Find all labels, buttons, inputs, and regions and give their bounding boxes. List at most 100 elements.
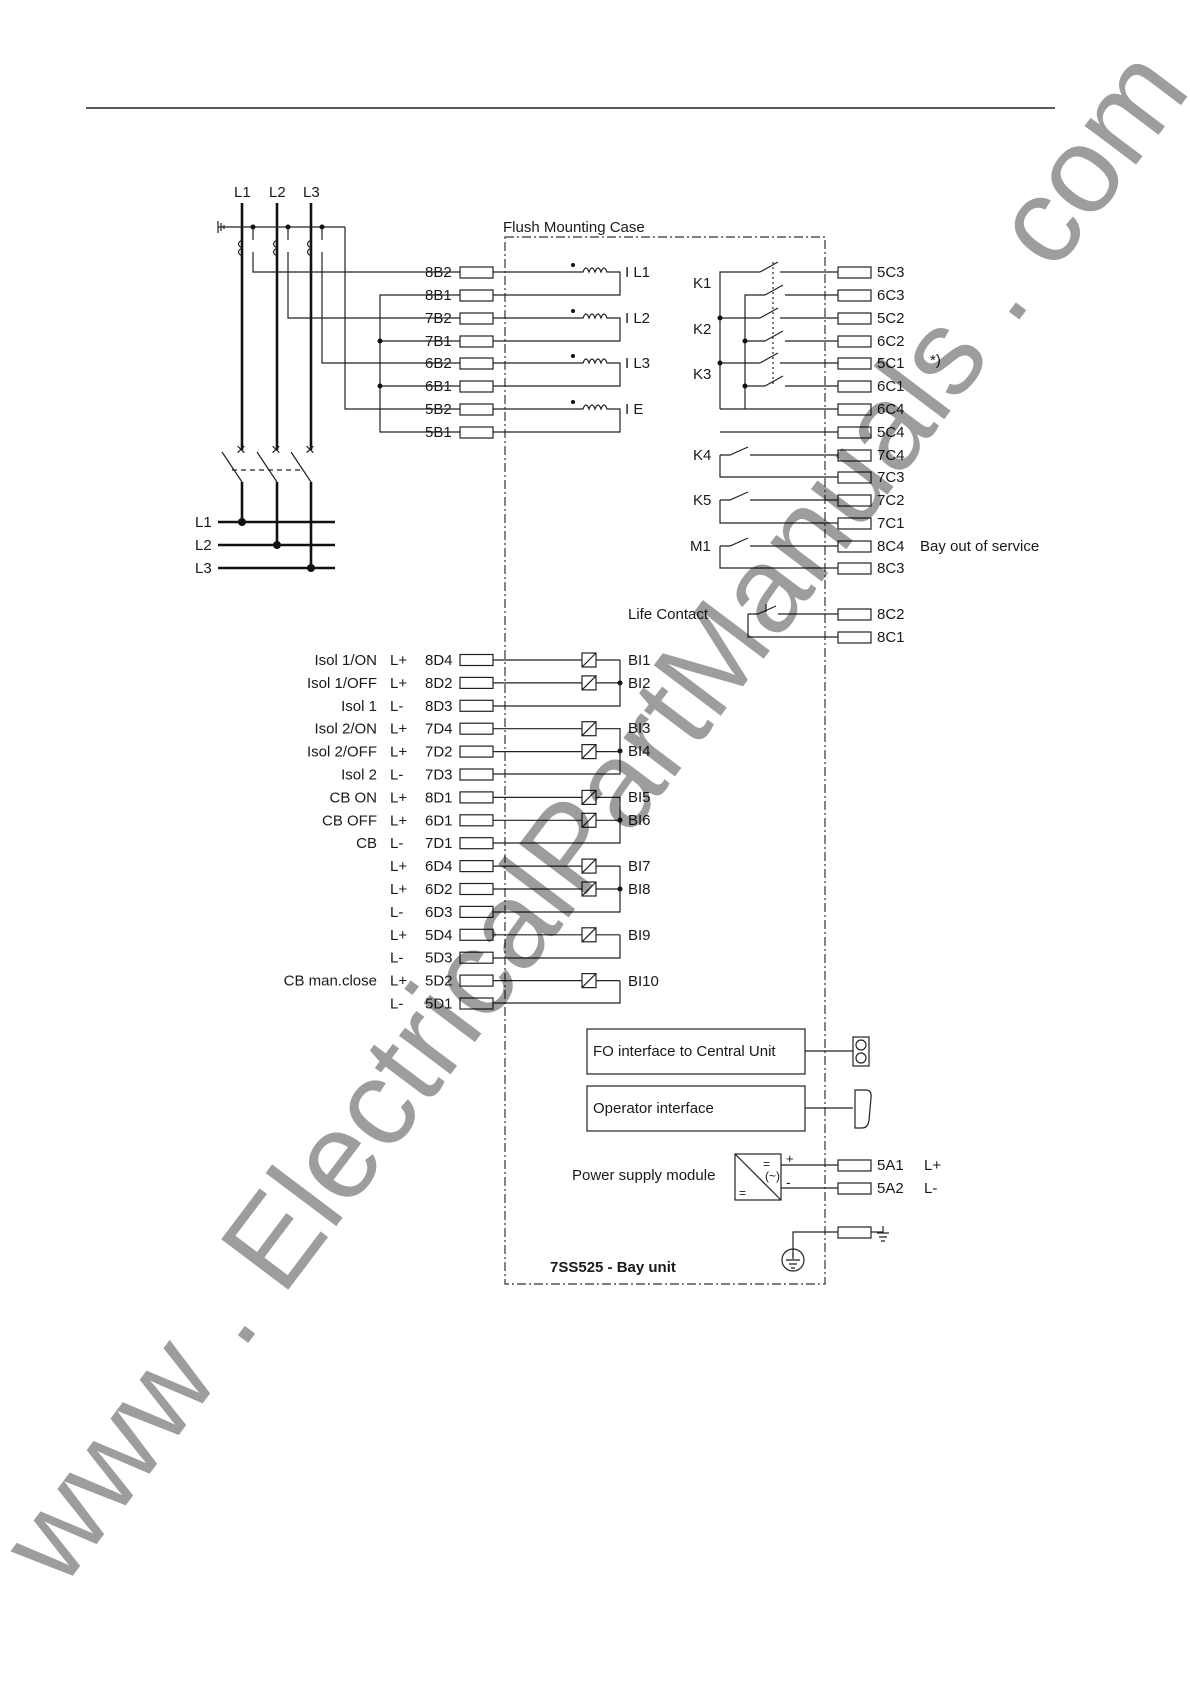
opto-coupler-slash xyxy=(581,973,597,989)
relay-terminal-7c2: 7C2 xyxy=(877,492,905,509)
binary-row-name: CB OFF xyxy=(322,812,377,829)
binary-input-bi5: BI5 xyxy=(628,789,651,806)
busbar-label-l2: L2 xyxy=(195,537,212,554)
relay-label-k4: K4 xyxy=(693,447,711,464)
relay-terminal-6c1: 6C1 xyxy=(877,378,905,395)
bay-out-of-service-label: Bay out of service xyxy=(920,538,1039,555)
binary-row-name: Isol 1/OFF xyxy=(307,675,377,692)
binary-row-polarity: L- xyxy=(390,950,403,967)
relay-terminal-6c3: 6C3 xyxy=(877,287,905,304)
opto-coupler-slash xyxy=(581,721,597,737)
relay-terminal-5c4: 5C4 xyxy=(877,424,905,441)
binary-row-polarity: L- xyxy=(390,904,403,921)
binary-row-terminal: 7D3 xyxy=(425,767,453,784)
relay-terminal-8c4: 8C4 xyxy=(877,538,905,555)
footnote-mark: *) xyxy=(930,352,941,369)
ct-terminal-block xyxy=(459,266,494,439)
relay-terminal-7c1: 7C1 xyxy=(877,515,905,532)
opto-coupler-slash xyxy=(581,789,597,805)
binary-row-polarity: L+ xyxy=(390,858,407,875)
opto-coupler-slash xyxy=(581,812,597,828)
relay-contacts xyxy=(717,261,838,638)
binary-row-polarity: L+ xyxy=(390,812,407,829)
binary-terminal-box xyxy=(459,814,494,827)
binary-input-bi4: BI4 xyxy=(628,743,651,760)
current-transformers xyxy=(237,227,323,257)
fo-interface-box xyxy=(586,1028,806,1075)
current-input-il2: I L2 xyxy=(625,310,650,327)
binary-row-terminal: 8D1 xyxy=(425,789,453,806)
binary-row-terminal: 5D2 xyxy=(425,973,453,990)
binary-row-polarity: L+ xyxy=(390,721,407,738)
binary-terminal-box xyxy=(459,699,494,712)
power-supply-minus: - xyxy=(786,1174,791,1190)
relay-label-k1: K1 xyxy=(693,275,711,292)
current-input-ie: I E xyxy=(625,401,643,418)
binary-input-bi10: BI10 xyxy=(628,973,659,990)
svg-text:×: × xyxy=(271,440,281,459)
binary-row-polarity: L+ xyxy=(390,881,407,898)
binary-row-terminal: 7D2 xyxy=(425,744,453,761)
life-contact-label: Life Contact xyxy=(628,606,709,623)
binary-row-terminal: 7D1 xyxy=(425,835,453,852)
earth-icon xyxy=(781,1226,889,1272)
relay-terminal-8c3: 8C3 xyxy=(877,560,905,577)
binary-row-name: CB man.close xyxy=(284,973,377,990)
terminal-5a2-box xyxy=(837,1182,872,1195)
ct-terminal-7b2: 7B2 xyxy=(425,310,452,327)
binary-row-name: Isol 1 xyxy=(341,698,377,715)
binary-row-terminal: 6D3 xyxy=(425,904,453,921)
relay-label-k3: K3 xyxy=(693,366,711,383)
binary-row-name: Isol 1/ON xyxy=(314,652,377,669)
binary-terminal-box xyxy=(459,653,494,667)
binary-row-terminal: 7D4 xyxy=(425,721,453,738)
binary-row-polarity: L+ xyxy=(390,927,407,944)
opto-coupler-slash xyxy=(581,652,597,668)
power-polarity-l-plus: L+ xyxy=(924,1157,941,1174)
binary-terminal-box xyxy=(459,745,494,758)
life-contact-terminal-8c1: 8C1 xyxy=(877,629,905,646)
relay-label-k5: K5 xyxy=(693,492,711,509)
binary-terminal-box xyxy=(459,791,494,804)
relay-terminal-7c4: 7C4 xyxy=(877,447,905,464)
svg-text:×: × xyxy=(305,440,315,459)
phase-label-top-l3: L3 xyxy=(303,184,320,201)
current-input-coils xyxy=(493,263,621,433)
binary-row-polarity: L+ xyxy=(390,973,407,990)
current-input-il1: I L1 xyxy=(625,264,650,281)
binary-input-coils xyxy=(493,660,623,1004)
binary-row-terminal: 8D3 xyxy=(425,698,453,715)
watermark: www . ElectricalPartManuals . com xyxy=(0,24,1190,1606)
binary-row-name: Isol 2 xyxy=(341,767,377,784)
unit-label: 7SS525 - Bay unit xyxy=(550,1259,676,1276)
binary-row-terminal: 8D4 xyxy=(425,652,453,669)
binary-row-name: CB xyxy=(356,835,377,852)
relay-terminal-6c4: 6C4 xyxy=(877,401,905,418)
binary-input-bi2: BI2 xyxy=(628,675,651,692)
binary-input-bi1: BI1 xyxy=(628,652,651,669)
phase-label-top-l2: L2 xyxy=(269,184,286,201)
binary-row-terminal: 5D4 xyxy=(425,927,453,944)
power-terminal-5a2: 5A2 xyxy=(877,1180,904,1197)
relay-terminal-5c1: 5C1 xyxy=(877,355,905,372)
ct-terminal-7b1: 7B1 xyxy=(425,333,452,350)
binary-input-bi8: BI8 xyxy=(628,881,651,898)
svg-text:=: = xyxy=(763,1157,770,1171)
relay-label-k2: K2 xyxy=(693,321,711,338)
svg-text:(~): (~) xyxy=(765,1169,780,1183)
opto-coupler-slash xyxy=(581,744,597,760)
binary-row-terminal: 5D3 xyxy=(425,950,453,967)
busbar-label-l3: L3 xyxy=(195,560,212,577)
opto-coupler-slash xyxy=(581,858,597,874)
current-input-il3: I L3 xyxy=(625,355,650,372)
opto-coupler-slash xyxy=(581,675,597,691)
relay-terminal-7c3: 7C3 xyxy=(877,469,905,486)
life-contact-terminal-8c2: 8C2 xyxy=(877,606,905,623)
binary-input-bi7: BI7 xyxy=(628,858,651,875)
terminal-5a1-box xyxy=(837,1159,872,1172)
binary-input-bi3: BI3 xyxy=(628,720,651,737)
flush-mounting-case xyxy=(504,236,826,1285)
